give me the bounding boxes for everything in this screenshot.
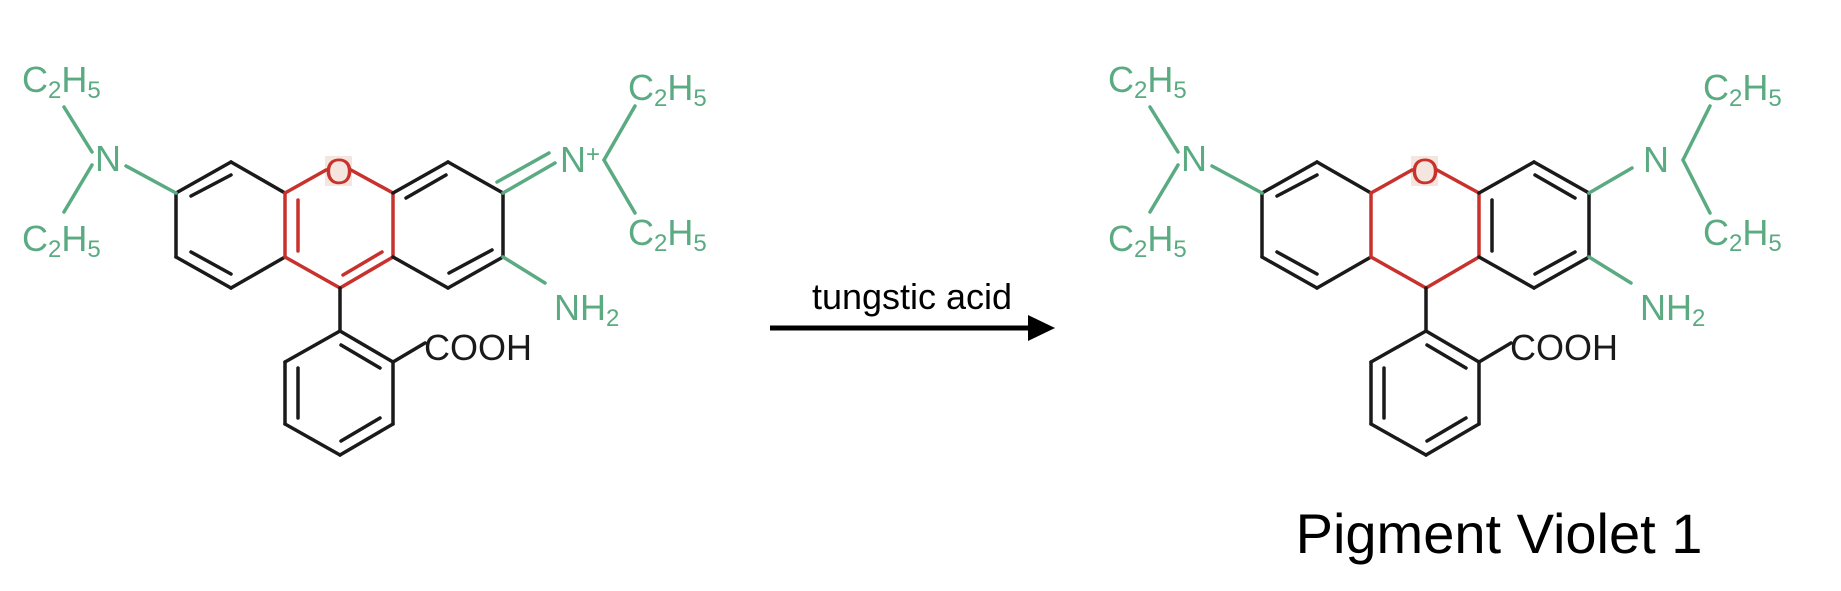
substituent-bonds (1148, 104, 1712, 285)
product-molecule: O C2H5 N C2H5 N C2H5 C2H5 NH2 COOH (1108, 59, 1782, 457)
arrow-label: tungstic acid (812, 276, 1012, 317)
amine-nitrogen-label: N (95, 138, 121, 179)
amine-nitrogen-label: N (1643, 139, 1669, 180)
carboxyl-group-label: COOH (1510, 327, 1618, 368)
oxygen-highlight (325, 156, 352, 186)
reactant-molecule: O C2H5 N C2H5 N+ C2H5 C2H5 NH2 COOH (22, 59, 707, 457)
product-name-label: Pigment Violet 1 (1296, 502, 1703, 565)
ethyl-label: C2H5 (1703, 67, 1782, 112)
central-pyran-ring (1369, 168, 1481, 290)
right-benzene-ring (1477, 160, 1591, 290)
oxygen-atom-label: O (325, 151, 353, 192)
substituent-bonds (62, 104, 637, 285)
ethyl-label: C2H5 (628, 67, 707, 112)
amino-group-label: NH2 (1640, 287, 1705, 332)
right-quinoid-ring (391, 160, 505, 290)
oxygen-highlight (1411, 156, 1438, 186)
amino-group-label: NH2 (554, 287, 619, 332)
ethyl-label: C2H5 (628, 212, 707, 257)
carboxyl-group-label: COOH (424, 327, 532, 368)
benzoic-acid-ring (283, 329, 427, 457)
left-benzene-ring (174, 160, 287, 290)
amine-nitrogen-label: N (1181, 138, 1207, 179)
iminium-nitrogen-label: N+ (560, 139, 600, 180)
ethyl-label: C2H5 (22, 218, 101, 263)
left-benzene-ring (1260, 160, 1373, 290)
ethyl-label: C2H5 (22, 59, 101, 104)
ethyl-label: C2H5 (1703, 212, 1782, 257)
central-pyran-ring (283, 168, 395, 290)
ethyl-label: C2H5 (1108, 218, 1187, 263)
benzoic-acid-ring (1369, 329, 1513, 457)
reaction-arrow: tungstic acid (770, 276, 1055, 341)
oxygen-atom-label: O (1411, 151, 1439, 192)
ethyl-label: C2H5 (1108, 59, 1187, 104)
